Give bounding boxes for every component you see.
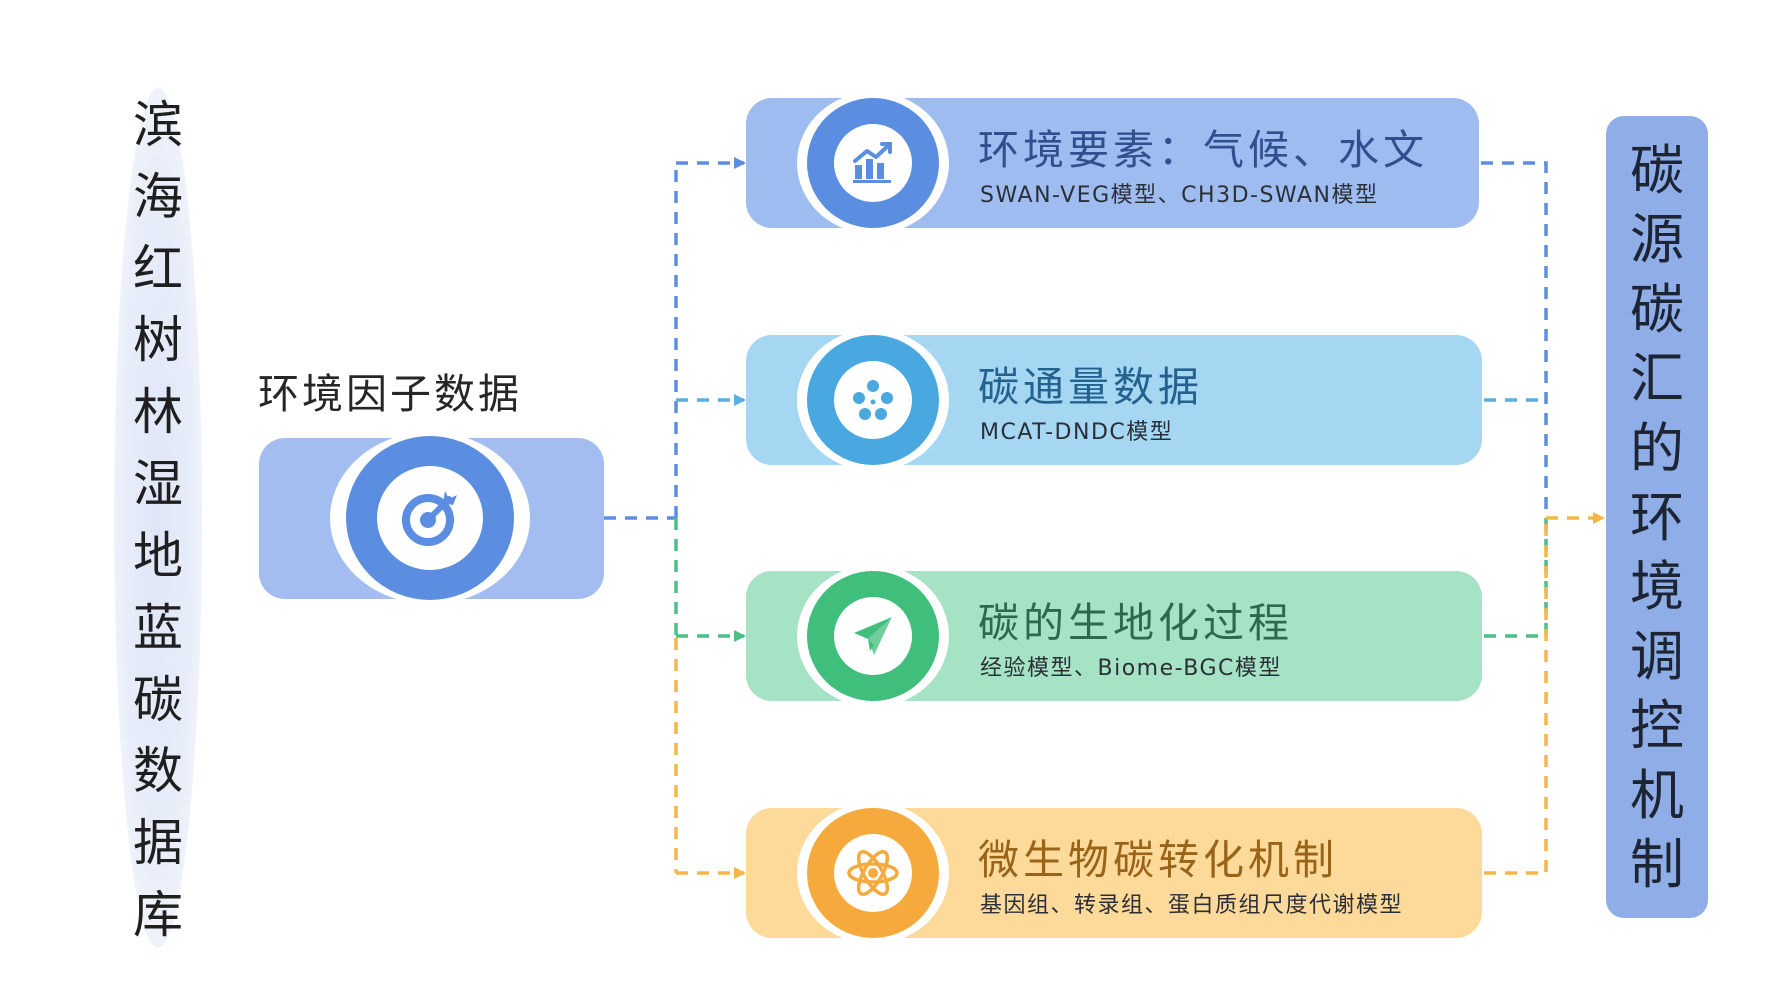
result-char: 制: [1630, 832, 1684, 896]
atom-icon: [834, 834, 912, 912]
target-arrow-icon: [377, 466, 483, 570]
database-label-char: 海: [133, 167, 183, 226]
result-char: 碳: [1630, 139, 1684, 202]
result-char: 的: [1630, 416, 1684, 480]
result-char: 环: [1630, 485, 1684, 549]
result-char: 汇: [1630, 347, 1684, 411]
database-label-char: 碳: [133, 670, 183, 729]
database-label: 滨 海 红 树 林 湿 地 蓝 碳 数 据 库: [114, 100, 202, 940]
result-char: 机: [1630, 763, 1684, 827]
result-char: 源: [1630, 208, 1684, 272]
database-label-char: 数: [133, 742, 183, 801]
factor-subtitle: 经验模型、Biome-BGC模型: [980, 656, 1282, 681]
factor-subtitle: 基因组、转录组、蛋白质组尺度代谢模型: [980, 893, 1404, 918]
factor-title: 碳的生地化过程: [978, 599, 1293, 647]
database-label-char: 湿: [133, 455, 183, 514]
chart-trend-icon: [834, 124, 912, 202]
database-label-char: 树: [133, 311, 183, 370]
result-char: 控: [1630, 694, 1684, 758]
database-label-char: 据: [133, 814, 183, 873]
result-char: 碳: [1630, 277, 1684, 341]
factor-subtitle: MCAT-DNDC模型: [980, 420, 1174, 445]
database-label-char: 库: [133, 885, 183, 944]
merge-line-1: [1481, 161, 1548, 518]
factor-title: 环境要素：气候、水文: [978, 126, 1428, 174]
database-label-char: 蓝: [133, 598, 183, 657]
result-char: 调: [1630, 624, 1684, 688]
result-node: 碳 源 碳 汇 的 环 境 调 控 机 制: [1606, 116, 1708, 918]
film-reel-icon: [834, 361, 912, 439]
factor-subtitle: SWAN-VEG模型、CH3D-SWAN模型: [980, 183, 1379, 208]
database-label-char: 滨: [133, 96, 183, 154]
database-label-char: 红: [133, 239, 183, 298]
factor-title: 微生物碳转化机制: [978, 836, 1338, 884]
database-label-background: [114, 88, 202, 948]
paper-plane-icon: [834, 597, 912, 675]
source-title: 环境因子数据: [258, 370, 522, 418]
factor-title: 碳通量数据: [978, 363, 1203, 411]
merge-line-3: [1484, 518, 1548, 638]
database-label-char: 林: [133, 383, 183, 442]
database-label-char: 地: [133, 526, 183, 585]
merge-line-4: [1484, 518, 1548, 875]
result-char: 境: [1630, 555, 1684, 619]
